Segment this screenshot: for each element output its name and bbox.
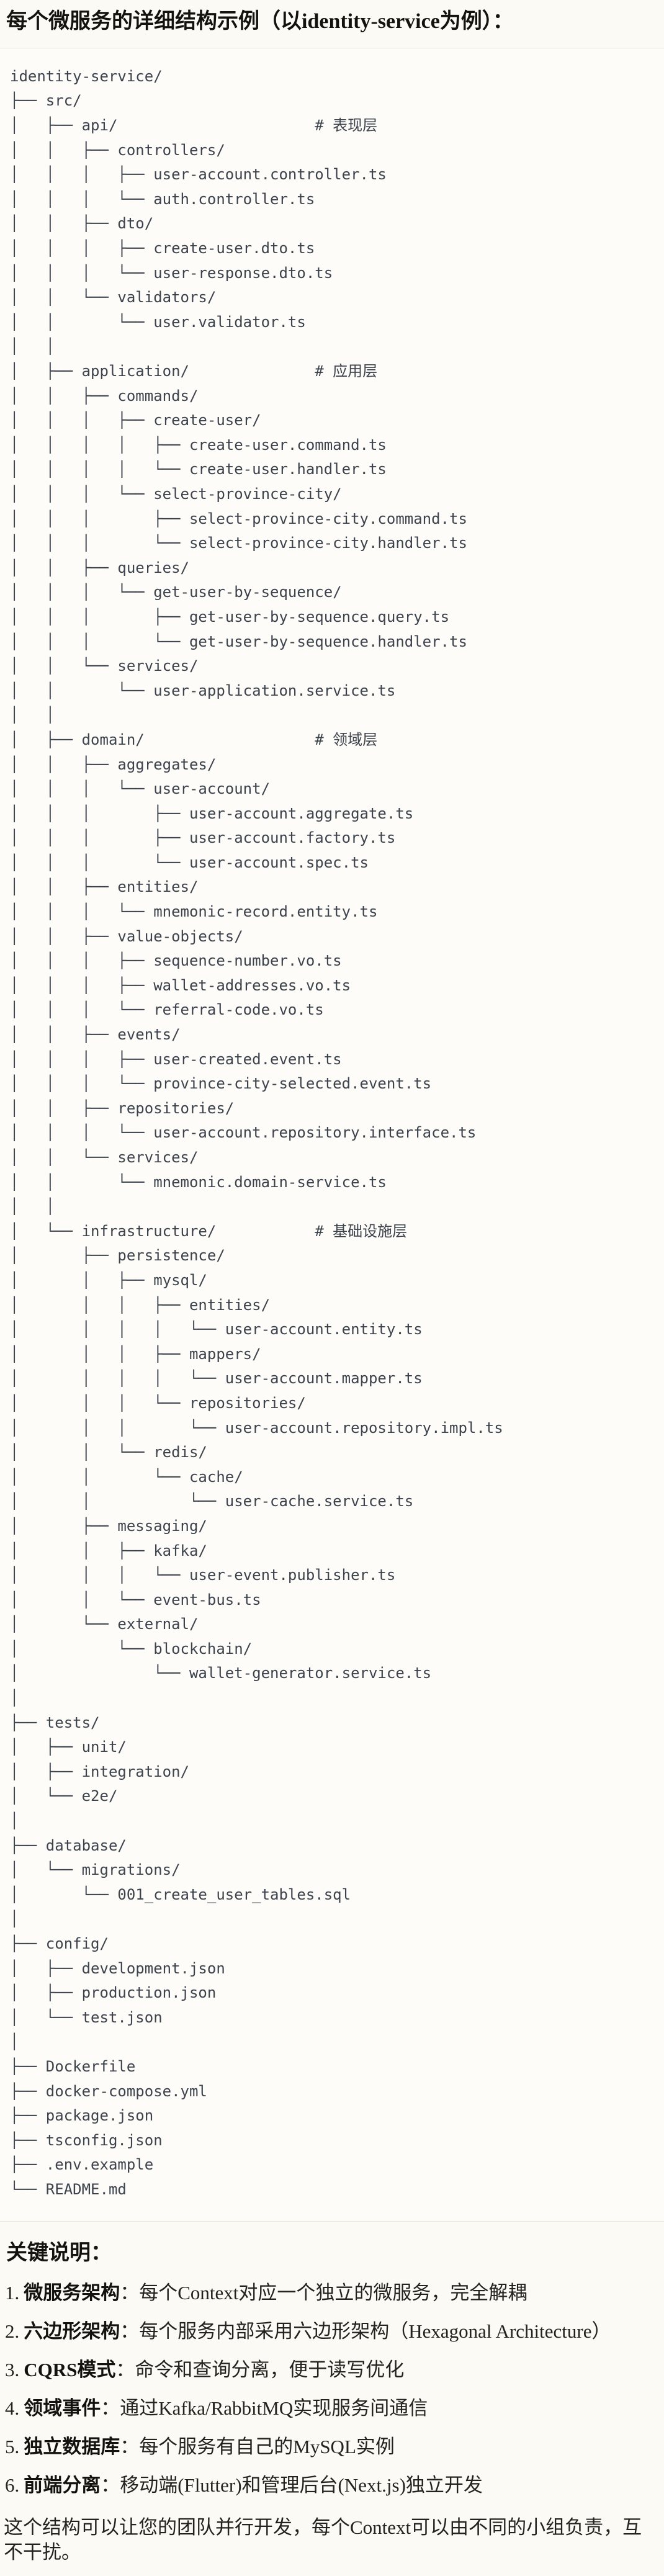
note-number: 6. xyxy=(5,2474,20,2497)
note-text: ：每个Context对应一个独立的微服务，完全解耦 xyxy=(120,2282,527,2304)
page-title: 每个微服务的详细结构示例（以identity-service为例）： xyxy=(6,10,514,33)
note-number: 5. xyxy=(5,2436,20,2458)
code-block: identity-service/ ├── src/ │ ├── api/ # … xyxy=(0,47,664,2222)
note-label: 领域事件 xyxy=(24,2397,101,2420)
note-text: ：每个服务有自己的MySQL实例 xyxy=(120,2436,395,2458)
note-label: 六边形架构 xyxy=(24,2320,120,2343)
note-label: 前端分离 xyxy=(24,2474,101,2497)
note-item-domain-events: 4.领域事件：通过Kafka/RabbitMQ实现服务间通信 xyxy=(5,2396,658,2421)
note-text: ：命令和查询分离，便于读写优化 xyxy=(115,2359,405,2381)
note-text: ：每个服务内部采用六边形架构（Hexagonal Architecture） xyxy=(120,2320,611,2343)
summary-text: 这个结构可以让您的团队并行开发，每个Context可以由不同的小组负责，互不干扰… xyxy=(4,2516,642,2564)
note-number: 2. xyxy=(5,2320,20,2343)
note-number: 1. xyxy=(5,2282,20,2304)
note-text: ：移动端(Flutter)和管理后台(Next.js)独立开发 xyxy=(101,2474,483,2497)
note-number: 4. xyxy=(5,2397,20,2420)
note-label: CQRS模式 xyxy=(24,2359,116,2381)
note-text: ：通过Kafka/RabbitMQ实现服务间通信 xyxy=(101,2397,428,2420)
note-number: 3. xyxy=(5,2359,20,2381)
directory-tree: identity-service/ ├── src/ │ ├── api/ # … xyxy=(10,67,503,2198)
notes-heading: 关键说明： xyxy=(6,2241,112,2264)
note-label: 独立数据库 xyxy=(24,2436,120,2458)
note-item-cqrs: 3.CQRS模式：命令和查询分离，便于读写优化 xyxy=(5,2358,658,2382)
note-item-hexagonal: 2.六边形架构：每个服务内部采用六边形架构（Hexagonal Architec… xyxy=(5,2319,658,2344)
note-item-microservices: 1.微服务架构：每个Context对应一个独立的微服务，完全解耦 xyxy=(5,2281,658,2305)
document: 每个微服务的详细结构示例（以identity-service为例）： ident… xyxy=(0,7,664,2565)
note-label: 微服务架构 xyxy=(24,2282,120,2304)
note-item-independent-db: 5.独立数据库：每个服务有自己的MySQL实例 xyxy=(5,2435,658,2459)
note-item-frontend-separation: 6.前端分离：移动端(Flutter)和管理后台(Next.js)独立开发 xyxy=(5,2473,658,2498)
